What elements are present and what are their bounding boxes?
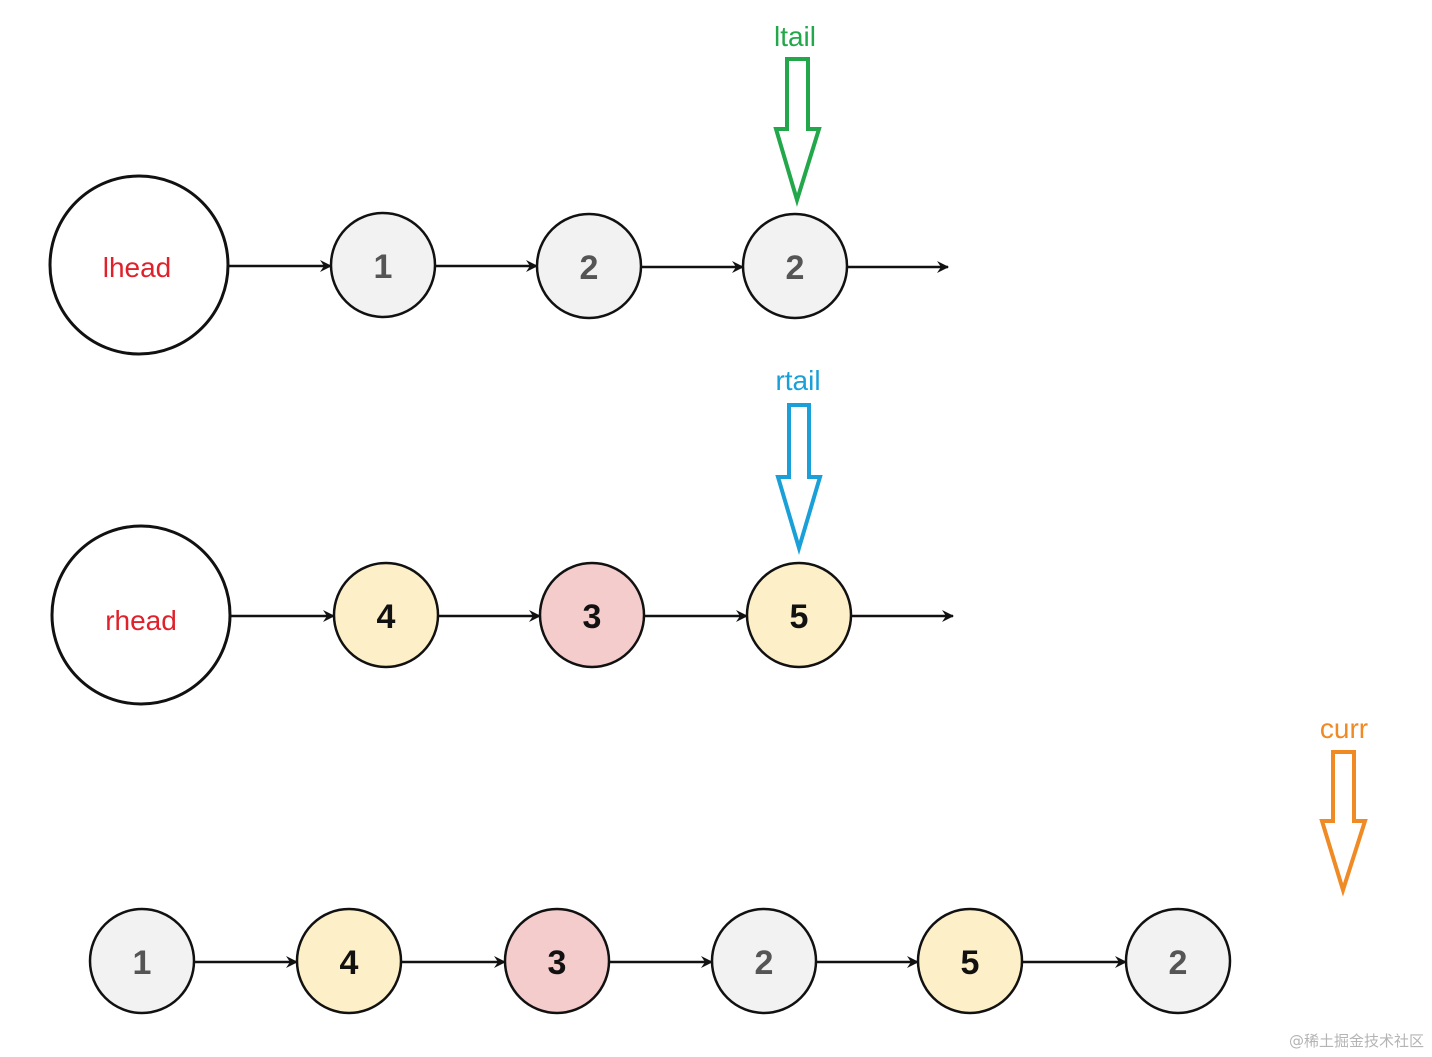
rtail-arrow-icon [775, 403, 823, 556]
left-list: lhead 1 2 2 [48, 174, 949, 356]
ltail-label: ltail [774, 21, 816, 52]
node-value: 1 [374, 248, 393, 286]
rhead-label: rhead [105, 605, 177, 636]
ltail-arrow-icon [773, 57, 822, 207]
node-value: 1 [133, 944, 152, 982]
curr-label: curr [1320, 713, 1368, 744]
rhead-node [50, 524, 232, 706]
curr-pointer: curr [1319, 713, 1368, 897]
lhead-label: lhead [103, 252, 172, 283]
node-value: 2 [786, 249, 805, 287]
rtail-label: rtail [775, 365, 820, 396]
node-value: 2 [755, 944, 774, 982]
node-value: 3 [583, 598, 602, 636]
merged-list: 1 4 3 2 5 2 [88, 907, 1232, 1015]
lhead-node [48, 174, 230, 356]
list-node [1124, 907, 1232, 1015]
ltail-pointer: ltail [773, 21, 822, 207]
node-value: 3 [548, 944, 567, 982]
right-list: rhead 4 3 5 [50, 524, 954, 706]
node-value: 2 [1169, 944, 1188, 982]
watermark: @稀土掘金技术社区 [1289, 1032, 1424, 1050]
node-value: 2 [580, 249, 599, 287]
rtail-pointer: rtail [775, 365, 823, 556]
node-value: 5 [790, 598, 809, 636]
node-value: 5 [961, 944, 980, 982]
node-value: 4 [377, 598, 396, 636]
curr-arrow-icon [1319, 750, 1368, 897]
node-value: 4 [340, 944, 359, 982]
